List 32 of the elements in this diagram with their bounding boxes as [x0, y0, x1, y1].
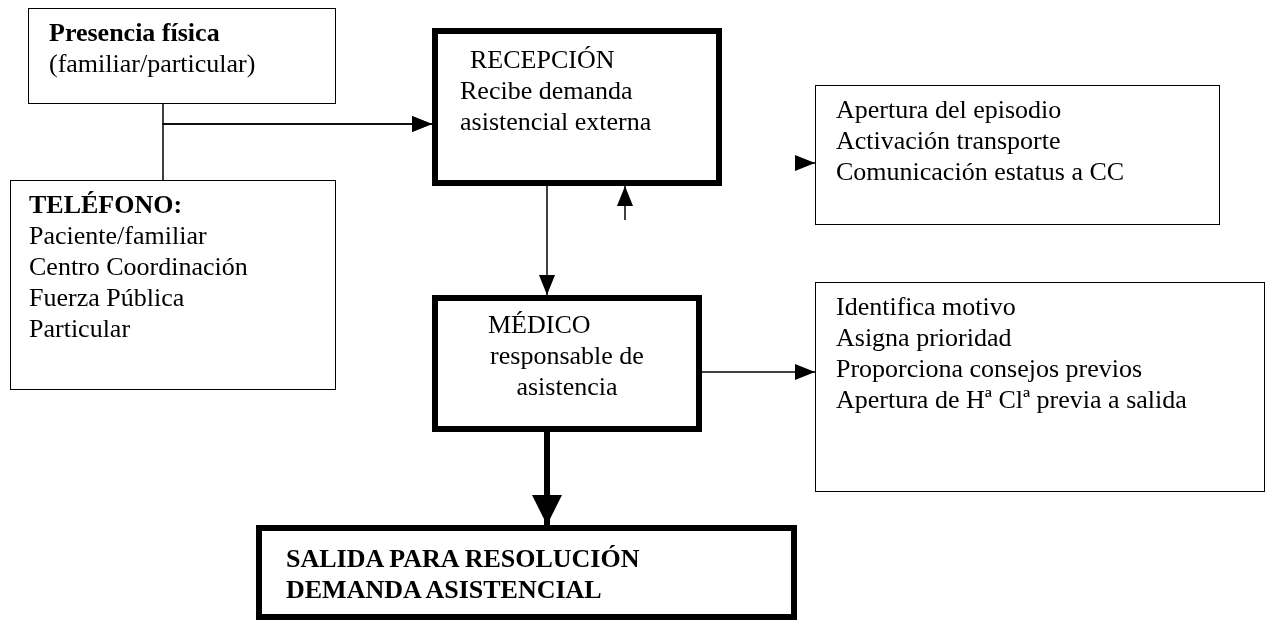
box-heading: Presencia física [49, 17, 221, 48]
box-text: Centro Coordinación [29, 251, 249, 282]
box-text: Fuerza Pública [29, 282, 186, 313]
box-text: Asigna prioridad [836, 322, 1013, 353]
arrow [162, 116, 433, 181]
box-heading: RECEPCIÓN [469, 44, 616, 75]
box-text: SALIDA PARA RESOLUCIÓN DEMANDA ASISTENCIAL [286, 543, 641, 605]
note-box [815, 282, 1265, 492]
box-text: responsable de asistencia [489, 340, 645, 402]
process-box [432, 295, 702, 432]
box-text: Identifica motivo [836, 291, 1017, 322]
box-heading: TELÉFONO: [29, 189, 184, 220]
source-box [10, 180, 336, 390]
box-text: Recibe demanda asistencial externa [460, 75, 653, 137]
arrow [795, 155, 816, 171]
box-text: Apertura del episodio [836, 94, 1063, 125]
arrow [539, 185, 555, 296]
box-text: (familiar/particular) [49, 48, 257, 79]
arrow [617, 185, 633, 221]
arrow [701, 364, 816, 380]
box-text: Apertura de Hª Clª previa a salida [836, 384, 1188, 415]
box-text: Paciente/familiar [29, 220, 208, 251]
box-text: Comunicación estatus a CC [836, 156, 1126, 187]
source-box [28, 8, 336, 104]
note-box [815, 85, 1220, 225]
process-box [432, 28, 722, 186]
box-text: Particular [29, 313, 132, 344]
box-heading: MÉDICO [487, 309, 592, 340]
box-text: Proporciona consejos previos [836, 353, 1144, 384]
box-text: Activación transporte [836, 125, 1062, 156]
arrow [532, 432, 562, 525]
output-box [256, 525, 797, 620]
